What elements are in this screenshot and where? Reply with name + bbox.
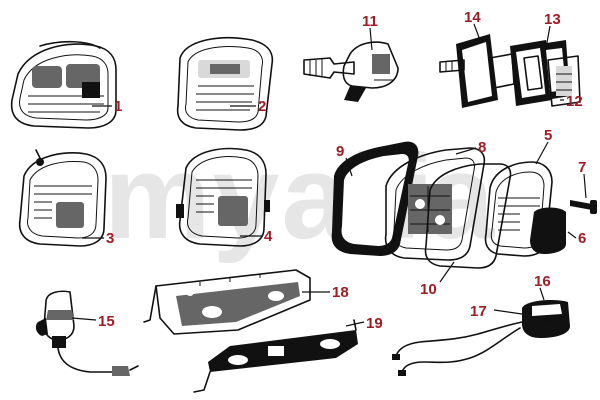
part-number-3: 3: [106, 230, 114, 247]
part-10-gasket[interactable]: [424, 163, 512, 269]
part-4-rear-lamp[interactable]: [176, 147, 270, 247]
part-number-6: 6: [578, 230, 586, 247]
part-number-15: 15: [98, 313, 115, 330]
part-number-17: 17: [470, 303, 487, 320]
part-number-18: 18: [332, 284, 349, 301]
part-number-labels: 1 2 3 4 5 6 7 8 9 10 11 12 13 14 15 16 1…: [98, 9, 586, 332]
part-number-12: 12: [566, 93, 583, 110]
part-number-19: 19: [366, 315, 383, 332]
part-number-1: 1: [114, 98, 122, 115]
part-18-bracket[interactable]: [143, 269, 311, 335]
part-number-8: 8: [478, 139, 486, 156]
leader-lines: [71, 23, 587, 327]
part-number-9: 9: [336, 143, 344, 160]
part-19-plate-holder[interactable]: [193, 319, 358, 393]
part-14-side-marker[interactable]: [439, 34, 515, 108]
part-11-side-marker[interactable]: [303, 41, 399, 102]
part-number-16: 16: [534, 273, 551, 290]
part-number-10: 10: [420, 281, 437, 298]
part-number-2: 2: [258, 98, 266, 115]
part-2-lamp-lens[interactable]: [176, 37, 274, 131]
part-7-screw[interactable]: [570, 200, 597, 214]
part-6-reflector[interactable]: [530, 207, 566, 255]
part-12-lens[interactable]: [547, 55, 581, 107]
part-15-switch[interactable]: [35, 290, 139, 376]
part-1-rear-lamp[interactable]: [10, 40, 117, 129]
part-3-rear-lamp[interactable]: [18, 149, 107, 247]
part-17-wiring[interactable]: [392, 321, 523, 376]
part-number-11: 11: [362, 13, 378, 30]
part-number-13: 13: [544, 11, 561, 28]
part-16-plate-lamp[interactable]: [522, 300, 570, 338]
part-number-4: 4: [264, 228, 273, 245]
part-number-7: 7: [578, 159, 586, 176]
part-number-14: 14: [464, 9, 481, 26]
part-number-5: 5: [544, 127, 552, 144]
